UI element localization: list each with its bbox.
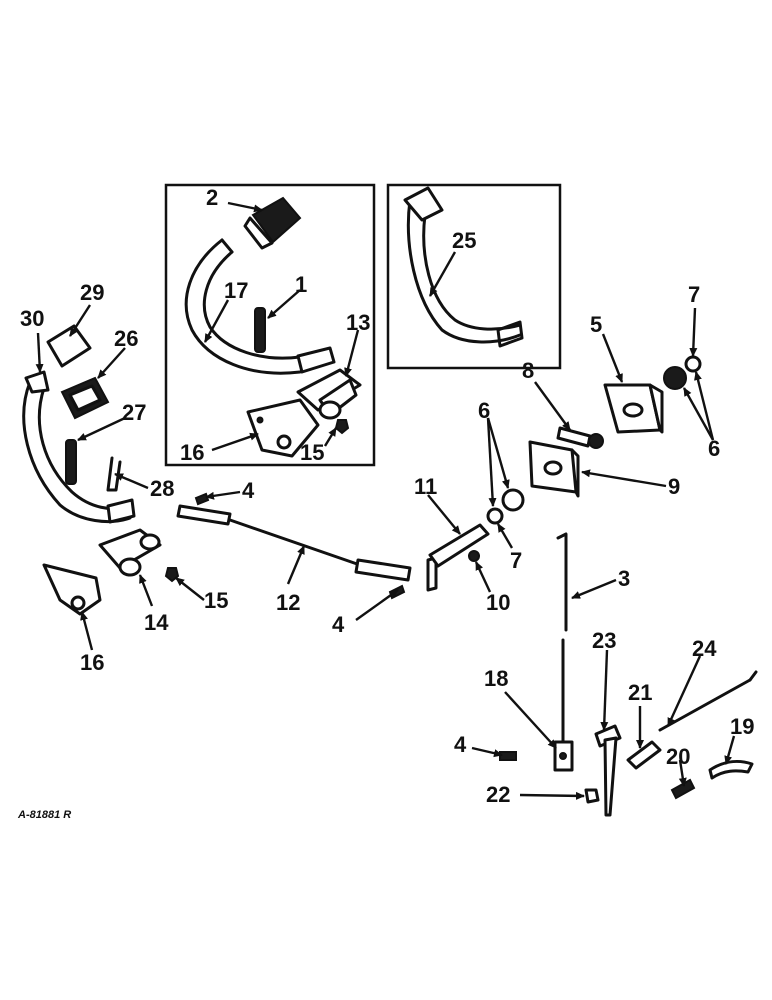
callout-19: 19 xyxy=(730,714,754,739)
part-14-pivot-bracket xyxy=(98,528,162,577)
part-26-rubber-pad xyxy=(60,376,110,420)
part-21-bushing xyxy=(626,740,662,770)
part-6-bushing-mid xyxy=(501,488,525,512)
part-8-bolt xyxy=(556,426,604,449)
callout-15-inset: 15 xyxy=(300,440,324,465)
part-12-rod xyxy=(176,504,412,582)
part-15-nut-inset xyxy=(334,419,350,435)
part-24-rod xyxy=(658,670,758,732)
part-4-pin-low xyxy=(499,751,517,761)
part-22-pin xyxy=(584,788,600,804)
callout-4-low: 4 xyxy=(454,732,467,757)
callout-22: 22 xyxy=(486,782,510,807)
callout-29: 29 xyxy=(80,280,104,305)
part-23-lever xyxy=(594,724,622,817)
drawing-reference: A-81881 R xyxy=(17,809,71,821)
part-1-spring xyxy=(254,307,266,353)
callout-15: 15 xyxy=(204,588,228,613)
part-9-plate xyxy=(528,440,580,498)
part-5-plate xyxy=(603,383,664,434)
leader-arrows xyxy=(35,201,736,800)
callout-20: 20 xyxy=(666,744,690,769)
part-28-clip xyxy=(106,456,122,492)
callout-28: 28 xyxy=(150,476,174,501)
callout-18: 18 xyxy=(484,666,508,691)
callout-16-inset: 16 xyxy=(180,440,204,465)
part-6-bushing-right xyxy=(663,366,687,390)
callout-7-mid: 7 xyxy=(510,548,522,573)
part-19-clip xyxy=(708,760,754,780)
callout-14: 14 xyxy=(144,610,169,635)
part-3-rod xyxy=(556,532,568,747)
callout-17: 17 xyxy=(224,278,248,303)
callout-25: 25 xyxy=(452,228,476,253)
inset-box-right xyxy=(386,183,562,370)
part-11-lever xyxy=(426,523,490,592)
callout-21: 21 xyxy=(628,680,652,705)
part-7-bushing-right xyxy=(684,355,702,373)
part-25-pedal-arm xyxy=(403,186,524,348)
callout-4-mid: 4 xyxy=(332,612,345,637)
part-17-pedal-arm xyxy=(184,238,336,375)
inset-box-left xyxy=(164,183,376,467)
part-10-nut xyxy=(468,550,480,562)
callout-3: 3 xyxy=(618,566,630,591)
callout-11: 11 xyxy=(414,474,437,499)
part-13-pivot-tube xyxy=(296,368,362,420)
callout-4-top: 4 xyxy=(242,478,255,503)
callout-7-right: 7 xyxy=(688,282,700,307)
callout-2: 2 xyxy=(206,185,218,210)
callout-30: 30 xyxy=(20,306,44,331)
callout-5: 5 xyxy=(590,312,602,337)
callout-9: 9 xyxy=(668,474,680,499)
callout-6-mid: 6 xyxy=(478,398,490,423)
part-16-bracket xyxy=(42,563,102,616)
part-7-bushing-mid xyxy=(486,507,504,525)
part-27-spring xyxy=(65,439,77,485)
part-4-pin-top xyxy=(194,492,210,506)
part-29-pad xyxy=(46,324,92,368)
callout-12: 12 xyxy=(276,590,300,615)
part-18-clevis xyxy=(553,740,574,772)
callout-8: 8 xyxy=(522,358,534,383)
callout-1: 1 xyxy=(295,272,307,297)
part-16-bracket-inset xyxy=(246,398,320,458)
callout-10: 10 xyxy=(486,590,510,615)
part-2-pedal-pad xyxy=(243,196,302,250)
part-15-nut xyxy=(164,567,180,583)
callout-23: 23 xyxy=(592,628,616,653)
callout-26: 26 xyxy=(114,326,138,351)
callout-6-right: 6 xyxy=(708,436,720,461)
part-30-pedal-arm xyxy=(22,370,136,524)
callout-16: 16 xyxy=(80,650,104,675)
callout-13: 13 xyxy=(346,310,370,335)
callout-27: 27 xyxy=(122,400,146,425)
callout-24: 24 xyxy=(692,636,717,661)
